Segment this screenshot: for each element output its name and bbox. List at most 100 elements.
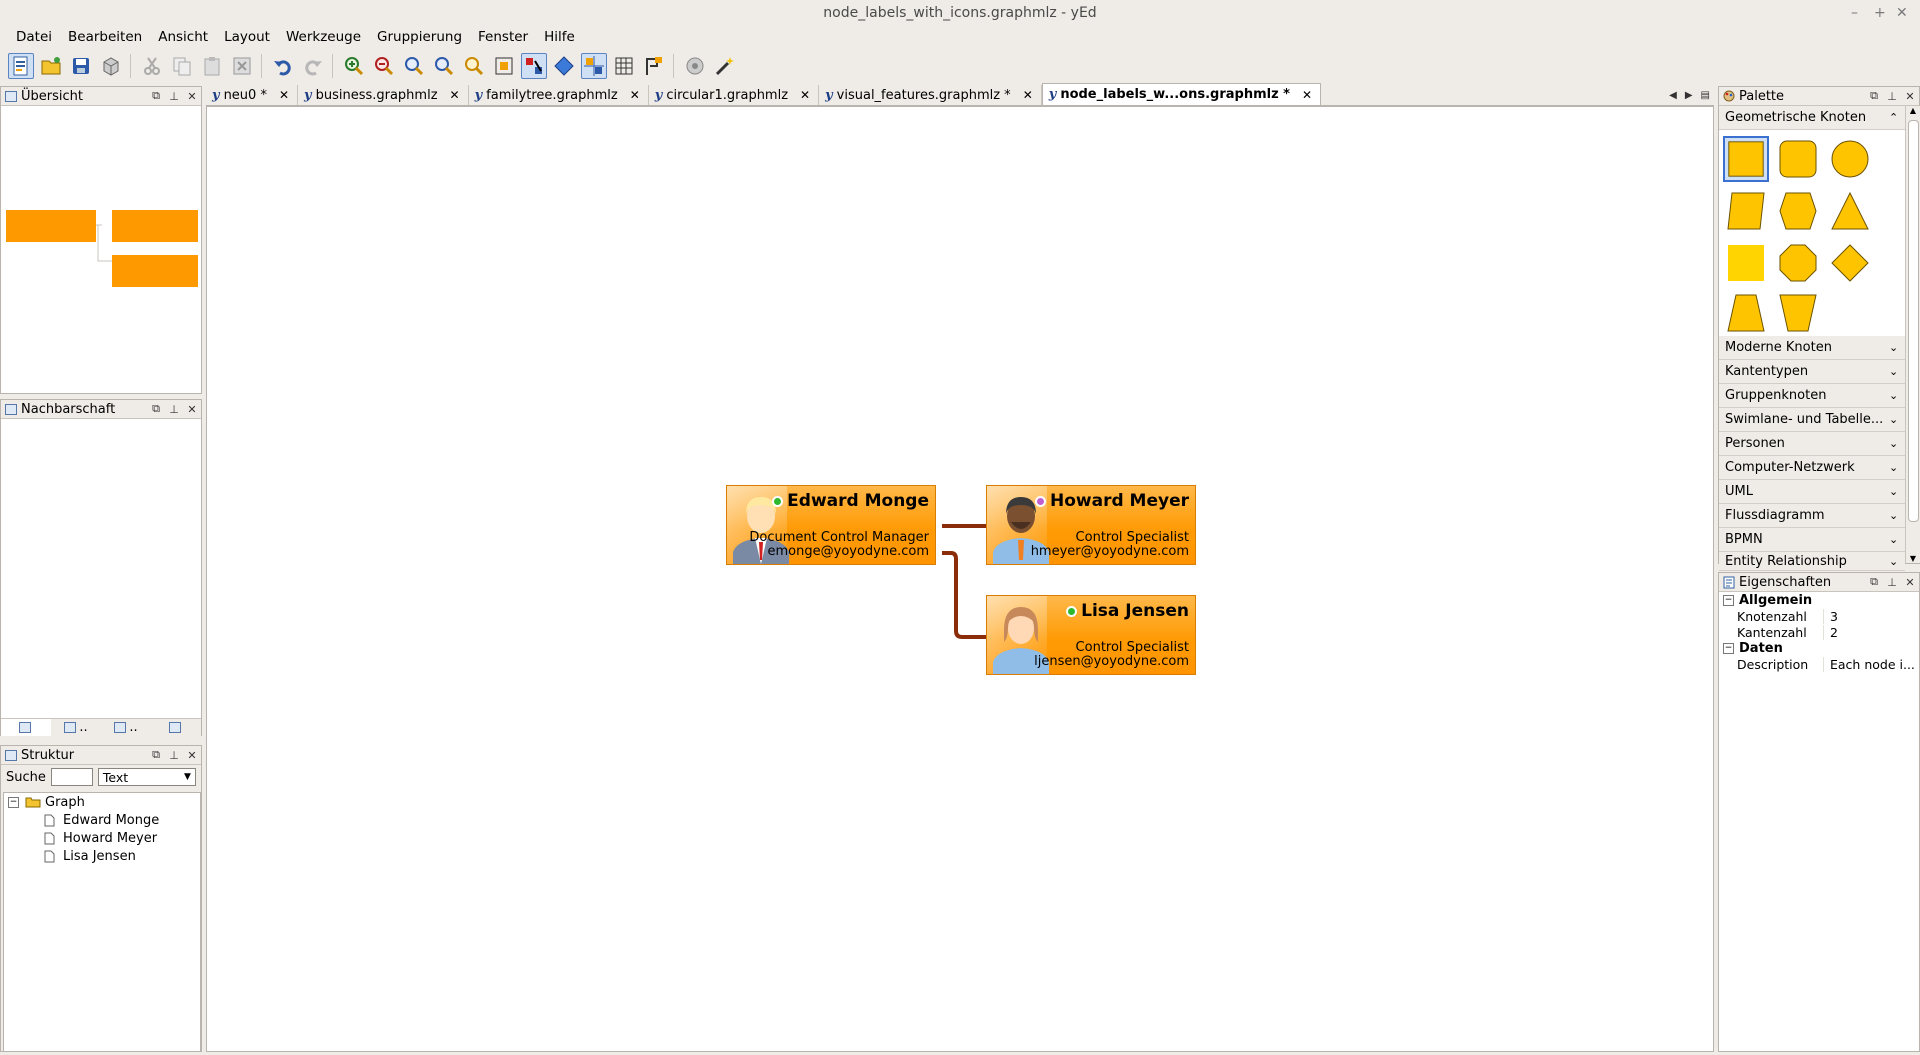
neighborhood-tab[interactable] [151, 719, 201, 736]
shape-hexagon[interactable] [1775, 188, 1821, 234]
save-button[interactable] [68, 53, 94, 79]
palette-group-moderne-knoten[interactable]: Moderne Knoten⌄ [1719, 336, 1905, 360]
neighborhood-tab[interactable]: .. [101, 719, 151, 736]
zoom-out-button[interactable] [371, 53, 397, 79]
pin-icon[interactable]: ⊥ [169, 748, 179, 762]
zoom-fit-button[interactable] [431, 53, 457, 79]
palette-group-flussdiagramm[interactable]: Flussdiagramm⌄ [1719, 504, 1905, 528]
close-tab-icon[interactable]: ✕ [800, 88, 811, 102]
fit-content-button[interactable] [491, 53, 517, 79]
palette-group-kantentypen[interactable]: Kantentypen⌄ [1719, 360, 1905, 384]
shape-rectangle[interactable] [1723, 136, 1769, 182]
scroll-up-icon[interactable]: ▲ [1909, 106, 1917, 115]
cut-button[interactable] [139, 53, 165, 79]
shape-triangle[interactable] [1827, 188, 1873, 234]
close-tab-icon[interactable]: ✕ [1022, 88, 1033, 102]
shape-plain-rectangle[interactable] [1723, 240, 1769, 286]
minimize-button[interactable]: – [1851, 5, 1858, 21]
zoom-in-button[interactable] [341, 53, 367, 79]
undo-button[interactable] [270, 53, 296, 79]
properties-section-allgemein[interactable]: −Allgemein [1723, 592, 1813, 608]
web-button[interactable] [682, 53, 708, 79]
palette-group-open[interactable]: Geometrische Knoten⌃ [1719, 106, 1905, 130]
palette-group-swimlane[interactable]: Swimlane- und Tabelle...⌄ [1719, 408, 1905, 432]
close-tab-icon[interactable]: ✕ [629, 88, 640, 102]
palette-group-entity-relationship[interactable]: Entity Relationship⌄ [1719, 552, 1905, 571]
neighborhood-tab[interactable] [1, 719, 51, 736]
shape-ellipse[interactable] [1827, 136, 1873, 182]
overview-canvas[interactable] [1, 106, 201, 394]
pin-icon[interactable]: ⊥ [169, 89, 179, 103]
grid-button[interactable] [611, 53, 637, 79]
new-document-button[interactable] [8, 53, 34, 79]
menu-bearbeiten[interactable]: Bearbeiten [68, 29, 143, 45]
menu-ansicht[interactable]: Ansicht [158, 29, 209, 45]
close-icon[interactable]: ✕ [187, 748, 197, 762]
menu-hilfe[interactable]: Hilfe [544, 29, 575, 45]
shape-diamond[interactable] [1827, 240, 1873, 286]
neighborhood-tab[interactable]: .. [51, 719, 101, 736]
close-icon[interactable]: ✕ [187, 402, 197, 416]
palette-scrollbar[interactable]: ▲ ▼ [1905, 106, 1920, 563]
close-icon[interactable]: ✕ [1905, 575, 1915, 589]
scroll-down-icon[interactable]: ▼ [1909, 554, 1917, 563]
collapse-icon[interactable]: − [8, 796, 19, 808]
print-button[interactable] [98, 53, 124, 79]
collapse-icon[interactable]: − [1723, 642, 1734, 654]
tree-item[interactable]: Lisa Jensen [4, 847, 200, 865]
shape-trapezoid[interactable] [1723, 290, 1769, 336]
shape-octagon[interactable] [1775, 240, 1821, 286]
label-button[interactable] [641, 53, 667, 79]
copy-button[interactable] [169, 53, 195, 79]
close-tab-icon[interactable]: ✕ [1301, 87, 1313, 102]
close-window-button[interactable]: ✕ [1896, 5, 1908, 21]
palette-group-computer-netzwerk[interactable]: Computer-Netzwerk⌄ [1719, 456, 1905, 480]
scroll-thumb[interactable] [1908, 120, 1919, 522]
menu-gruppierung[interactable]: Gruppierung [377, 29, 463, 45]
node-lisa-jensen[interactable]: Lisa Jensen Control Specialist ljensen@y… [986, 595, 1196, 675]
node-howard-meyer[interactable]: Howard Meyer Control Specialist hmeyer@y… [986, 485, 1196, 565]
shape-inverted-trapezoid[interactable] [1775, 290, 1821, 336]
float-icon[interactable]: ⧉ [152, 89, 160, 102]
float-icon[interactable]: ⧉ [1870, 575, 1878, 588]
paste-button[interactable] [199, 53, 225, 79]
palette-group-bpmn[interactable]: BPMN⌄ [1719, 528, 1905, 552]
snap-lines-button[interactable] [581, 53, 607, 79]
tree-item[interactable]: Edward Monge [4, 811, 200, 829]
menu-werkzeuge[interactable]: Werkzeuge [285, 29, 362, 45]
shape-rounded-rectangle[interactable] [1775, 136, 1821, 182]
close-tab-icon[interactable]: ✕ [449, 88, 460, 102]
palette-group-gruppenknoten[interactable]: Gruppenknoten⌄ [1719, 384, 1905, 408]
search-input[interactable] [50, 768, 93, 786]
tab-list-icon[interactable]: ▤ [1700, 90, 1710, 101]
float-icon[interactable]: ⧉ [1870, 89, 1878, 102]
open-button[interactable] [38, 53, 64, 79]
palette-group-uml[interactable]: UML⌄ [1719, 480, 1905, 504]
delete-button[interactable] [229, 53, 255, 79]
shape-parallelogram[interactable] [1723, 188, 1769, 234]
palette-group-personen[interactable]: Personen⌄ [1719, 432, 1905, 456]
node-edward-monge[interactable]: Edward Monge Document Control Manager em… [726, 485, 936, 565]
navigation-button[interactable] [551, 53, 577, 79]
menu-fenster[interactable]: Fenster [478, 29, 529, 45]
graph-canvas[interactable]: Edward Monge Document Control Manager em… [206, 106, 1714, 1052]
menu-datei[interactable]: Datei [16, 29, 53, 45]
menu-layout[interactable]: Layout [224, 29, 270, 45]
maximize-button[interactable]: + [1874, 5, 1886, 21]
close-tab-icon[interactable]: ✕ [278, 88, 290, 102]
pin-icon[interactable]: ⊥ [1887, 575, 1897, 589]
pin-icon[interactable]: ⊥ [169, 402, 179, 416]
pin-icon[interactable]: ⊥ [1887, 89, 1897, 103]
collapse-icon[interactable]: − [1723, 594, 1734, 606]
close-icon[interactable]: ✕ [1905, 89, 1915, 103]
tab-scroll-left-icon[interactable]: ◀ [1669, 90, 1677, 101]
close-icon[interactable]: ✕ [187, 89, 197, 103]
